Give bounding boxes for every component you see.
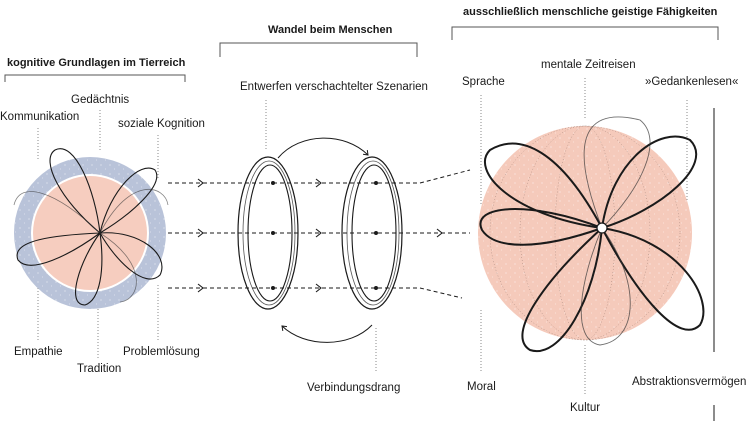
animal-cognition-circle xyxy=(13,148,169,309)
left-guide-lines xyxy=(37,110,159,358)
label-gedaechtnis: Gedächtnis xyxy=(71,94,130,106)
right-header-bracket xyxy=(451,26,719,40)
middle-guide-lines xyxy=(265,100,377,372)
label-verbindungsdrang: Verbindungsdrang xyxy=(307,382,401,394)
middle-header: Wandel beim Menschen xyxy=(268,24,393,36)
left-header: kognitive Grundlagen im Tierreich xyxy=(7,57,186,69)
label-kultur: Kultur xyxy=(570,402,601,414)
curved-arrow-top xyxy=(277,137,369,159)
curved-arrow-bottom xyxy=(281,324,373,343)
label-problemloesung: Problemlösung xyxy=(123,346,200,358)
label-sprache: Sprache xyxy=(462,76,505,88)
label-empathie: Empathie xyxy=(14,346,63,358)
label-moral: Moral xyxy=(467,381,496,393)
label-mentale-zeitreisen: mentale Zeitreisen xyxy=(541,59,636,71)
middle-header-bracket xyxy=(219,42,418,57)
label-soziale-kognition: soziale Kognition xyxy=(118,118,205,130)
connector-dots xyxy=(271,181,378,290)
right-header: ausschließlich menschliche geistige Fähi… xyxy=(463,6,718,18)
label-gedankenlesen: »Gedankenlesen« xyxy=(645,76,739,88)
dashed-connectors xyxy=(168,169,471,299)
label-szenarien: Entwerfen verschachtelter Szenarien xyxy=(240,81,428,93)
label-kommunikation: Kommunikation xyxy=(0,111,80,123)
human-cognition-circle xyxy=(478,116,705,353)
label-abstraktionsvermoegen: Abstraktionsvermögen xyxy=(632,376,747,388)
left-header-bracket xyxy=(4,74,186,82)
connector-chevrons xyxy=(197,178,443,293)
label-tradition: Tradition xyxy=(77,363,122,375)
